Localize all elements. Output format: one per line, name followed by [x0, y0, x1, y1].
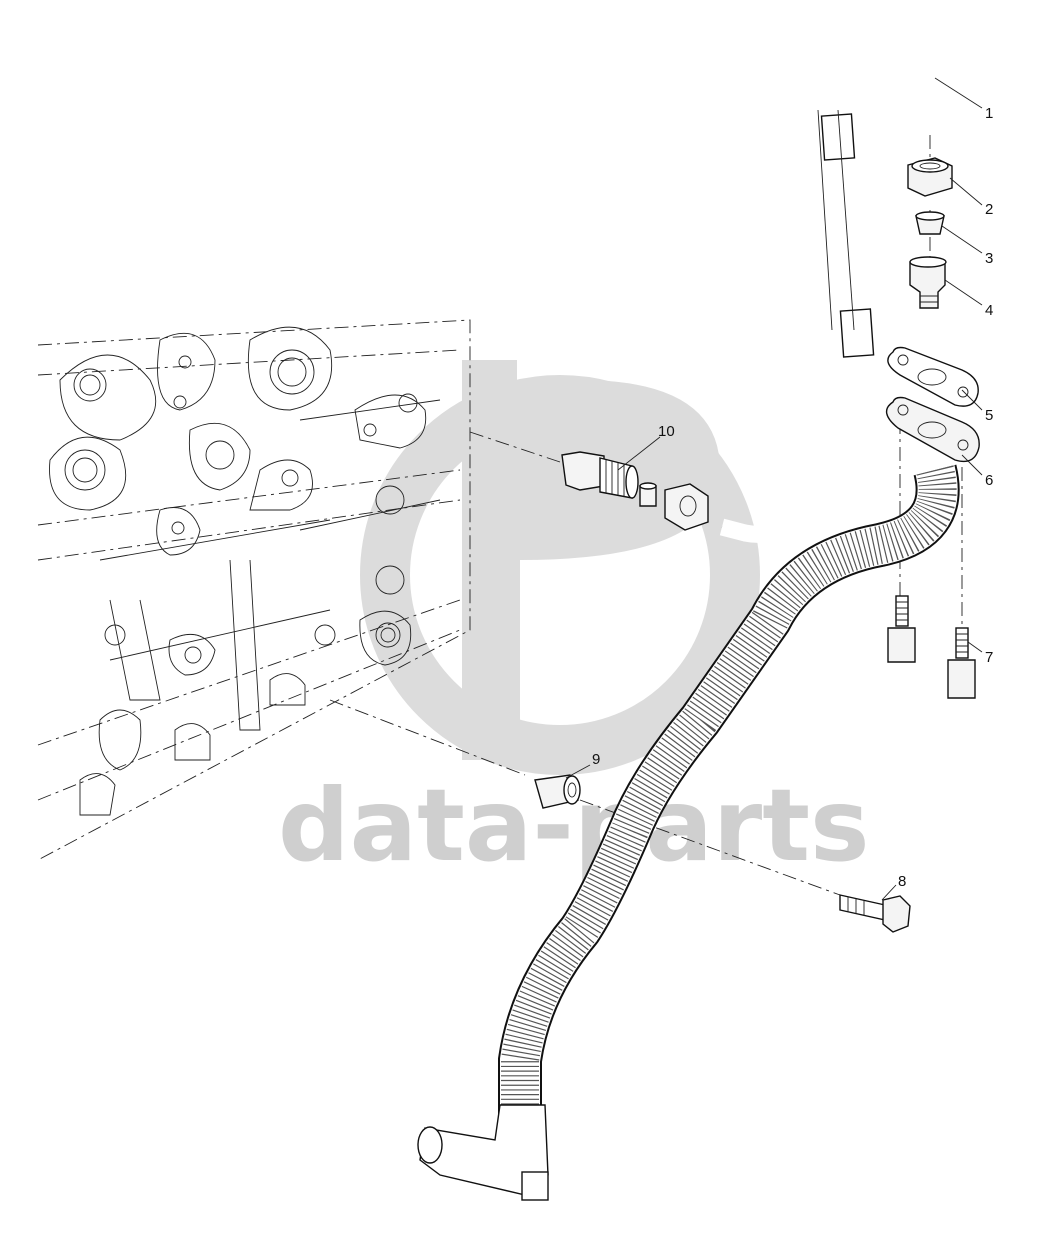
flange-6 [885, 396, 980, 463]
callout-8: 8 [898, 873, 906, 890]
gasket-5 [887, 346, 979, 407]
callout-9: 9 [592, 751, 600, 768]
connector-4 [909, 256, 947, 309]
nut-2 [907, 157, 953, 197]
engine-block [37, 319, 471, 861]
callout-7: 7 [985, 649, 993, 666]
stud-7b [947, 627, 976, 699]
callout-1: 1 [985, 105, 993, 122]
callout-3: 3 [985, 250, 993, 267]
spacer-9 [534, 774, 581, 809]
leader-lines [565, 77, 983, 901]
union-connector-10 [561, 451, 709, 531]
stud-7a [887, 595, 916, 663]
oil-feed-line [719, 36, 939, 543]
watermark-logo [360, 360, 760, 775]
return-hose [417, 464, 960, 1201]
callout-5: 5 [985, 407, 993, 424]
bolt-8 [839, 894, 911, 933]
callout-2: 2 [985, 201, 993, 218]
callout-10: 10 [658, 423, 675, 440]
callout-6: 6 [985, 472, 993, 489]
callout-4: 4 [985, 302, 993, 319]
callout-labels: 1 2 3 4 5 6 7 8 9 10 [592, 105, 993, 890]
sleeve-3 [915, 211, 945, 235]
